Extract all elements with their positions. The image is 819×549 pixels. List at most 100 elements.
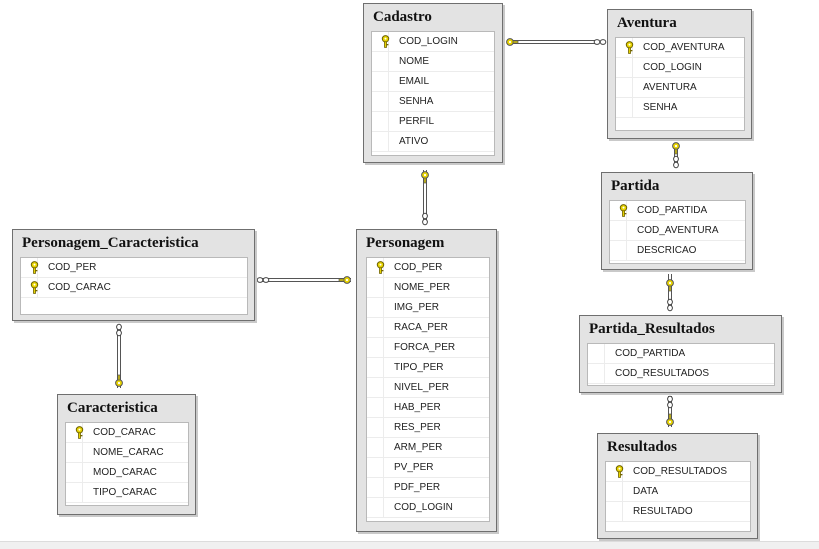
table-title: Personagem_Caracteristica	[22, 235, 199, 251]
table-personagem-caracteristica[interactable]: Personagem_Caracteristica COD_PER COD_CAR…	[12, 229, 255, 321]
table-row[interactable]: AVENTURA	[616, 78, 744, 98]
table-row[interactable]: COD_AVENTURA	[616, 38, 744, 58]
table-row[interactable]: PDF_PER	[367, 478, 489, 498]
table-title: Caracteristica	[67, 400, 158, 416]
table-row[interactable]: RACA_PER	[367, 318, 489, 338]
table-row[interactable]: TIPO_CARAC	[66, 483, 188, 503]
row-selector[interactable]	[367, 438, 384, 457]
row-selector[interactable]	[367, 338, 384, 357]
table-row[interactable]: COD_CARAC	[21, 278, 247, 298]
row-selector[interactable]	[367, 418, 384, 437]
table-row[interactable]: NOME_PER	[367, 278, 489, 298]
table-row[interactable]: NOME_CARAC	[66, 443, 188, 463]
one-end-key-icon	[666, 413, 674, 426]
table-row[interactable]: ATIVO	[372, 132, 494, 152]
row-selector[interactable]	[616, 98, 633, 117]
row-selector[interactable]	[367, 278, 384, 297]
row-selector[interactable]	[610, 221, 627, 240]
table-row[interactable]: COD_LOGIN	[372, 32, 494, 52]
row-selector[interactable]	[588, 364, 605, 383]
row-selector[interactable]	[367, 358, 384, 377]
column-name: RESULTADO	[633, 506, 693, 517]
row-selector[interactable]	[610, 241, 627, 260]
row-selector[interactable]	[367, 478, 384, 497]
table-row[interactable]: COD_LOGIN	[367, 498, 489, 518]
table-row[interactable]: MOD_CARAC	[66, 463, 188, 483]
row-selector[interactable]	[21, 278, 38, 297]
row-selector[interactable]	[606, 482, 623, 501]
table-row[interactable]: PERFIL	[372, 112, 494, 132]
column-name: DATA	[633, 486, 659, 497]
table-row[interactable]: COD_PER	[367, 258, 489, 278]
table-row[interactable]: COD_RESULTADOS	[606, 462, 750, 482]
row-selector[interactable]	[367, 398, 384, 417]
row-selector[interactable]	[372, 132, 389, 151]
row-selector[interactable]	[367, 298, 384, 317]
column-name: MOD_CARAC	[93, 467, 157, 478]
row-selector[interactable]	[66, 423, 83, 442]
row-selector[interactable]	[372, 92, 389, 111]
column-name: HAB_PER	[394, 402, 441, 413]
table-row[interactable]: COD_LOGIN	[616, 58, 744, 78]
table-row[interactable]: SENHA	[372, 92, 494, 112]
row-selector[interactable]	[372, 32, 389, 51]
row-selector[interactable]	[588, 344, 605, 363]
column-name: TIPO_PER	[394, 362, 444, 373]
table-row[interactable]: TIPO_PER	[367, 358, 489, 378]
row-selector[interactable]	[606, 462, 623, 481]
table-row[interactable]: NOME	[372, 52, 494, 72]
one-end-key-icon	[666, 279, 674, 292]
column-name: COD_PER	[48, 262, 97, 273]
primary-key-icon	[74, 426, 85, 439]
table-row[interactable]: IMG_PER	[367, 298, 489, 318]
row-selector[interactable]	[616, 78, 633, 97]
row-selector[interactable]	[372, 52, 389, 71]
table-row[interactable]: DESCRICAO	[610, 241, 745, 261]
row-selector[interactable]	[66, 443, 83, 462]
row-selector[interactable]	[66, 463, 83, 482]
row-selector[interactable]	[66, 483, 83, 502]
table-row[interactable]: PV_PER	[367, 458, 489, 478]
row-selector[interactable]	[372, 72, 389, 91]
table-row[interactable]: COD_RESULTADOS	[588, 364, 774, 384]
row-selector[interactable]	[21, 258, 38, 277]
row-selector[interactable]	[372, 112, 389, 131]
row-selector[interactable]	[367, 458, 384, 477]
row-selector[interactable]	[616, 58, 633, 77]
row-selector[interactable]	[367, 498, 384, 517]
row-selector[interactable]	[367, 318, 384, 337]
row-selector[interactable]	[606, 502, 623, 521]
row-selector[interactable]	[367, 378, 384, 397]
table-row[interactable]: COD_PER	[21, 258, 247, 278]
table-row[interactable]: EMAIL	[372, 72, 494, 92]
row-selector[interactable]	[616, 38, 633, 57]
table-row[interactable]: COD_CARAC	[66, 423, 188, 443]
horizontal-scrollbar[interactable]	[0, 541, 819, 549]
table-row[interactable]: ARM_PER	[367, 438, 489, 458]
table-row[interactable]: FORCA_PER	[367, 338, 489, 358]
one-end-key-icon	[115, 374, 123, 387]
row-selector[interactable]	[367, 258, 384, 277]
table-row[interactable]: RES_PER	[367, 418, 489, 438]
primary-key-icon	[618, 204, 629, 217]
many-end-infinity-icon	[593, 39, 607, 45]
table-row[interactable]: NIVEL_PER	[367, 378, 489, 398]
column-name: COD_PARTIDA	[637, 205, 708, 216]
table-row[interactable]: COD_PARTIDA	[588, 344, 774, 364]
table-row[interactable]: RESULTADO	[606, 502, 750, 522]
table-row[interactable]: HAB_PER	[367, 398, 489, 418]
table-title: Partida	[611, 178, 660, 194]
table-row[interactable]: DATA	[606, 482, 750, 502]
table-row[interactable]: COD_AVENTURA	[610, 221, 745, 241]
row-selector[interactable]	[610, 201, 627, 220]
table-row[interactable]: COD_PARTIDA	[610, 201, 745, 221]
table-row[interactable]: SENHA	[616, 98, 744, 118]
